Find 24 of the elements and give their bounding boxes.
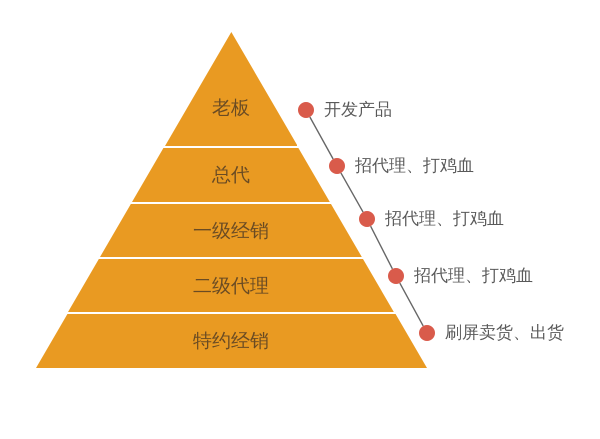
timeline-dot: [359, 211, 375, 227]
connector-line: [370, 226, 393, 270]
pyramid-tier: [132, 148, 330, 202]
pyramid-tier: [164, 32, 298, 146]
connector-line: [399, 282, 424, 326]
annotation-text: 开发产品: [324, 99, 392, 122]
pyramid-tier: [36, 314, 426, 368]
timeline-dot: [329, 158, 345, 174]
tier-label: 一级经销: [192, 219, 269, 244]
tier-label: 老板: [212, 96, 250, 121]
pyramid-tier: [68, 259, 394, 312]
connector-line: [340, 172, 364, 212]
tier-label: 二级代理: [192, 274, 269, 299]
timeline-dot: [419, 325, 435, 341]
tier-label: 特约经销: [193, 329, 269, 354]
annotation-text: 刷屏卖货、出货: [445, 322, 564, 345]
annotation-text: 招代理、打鸡血: [414, 265, 533, 288]
connector-line: [309, 116, 334, 160]
timeline-dot: [388, 268, 404, 284]
pyramid-tier: [100, 204, 362, 257]
tier-label: 总代: [212, 163, 250, 188]
annotation-text: 招代理、打鸡血: [385, 208, 504, 231]
annotation-text: 招代理、打鸡血: [355, 155, 474, 178]
timeline-dot: [298, 102, 314, 118]
